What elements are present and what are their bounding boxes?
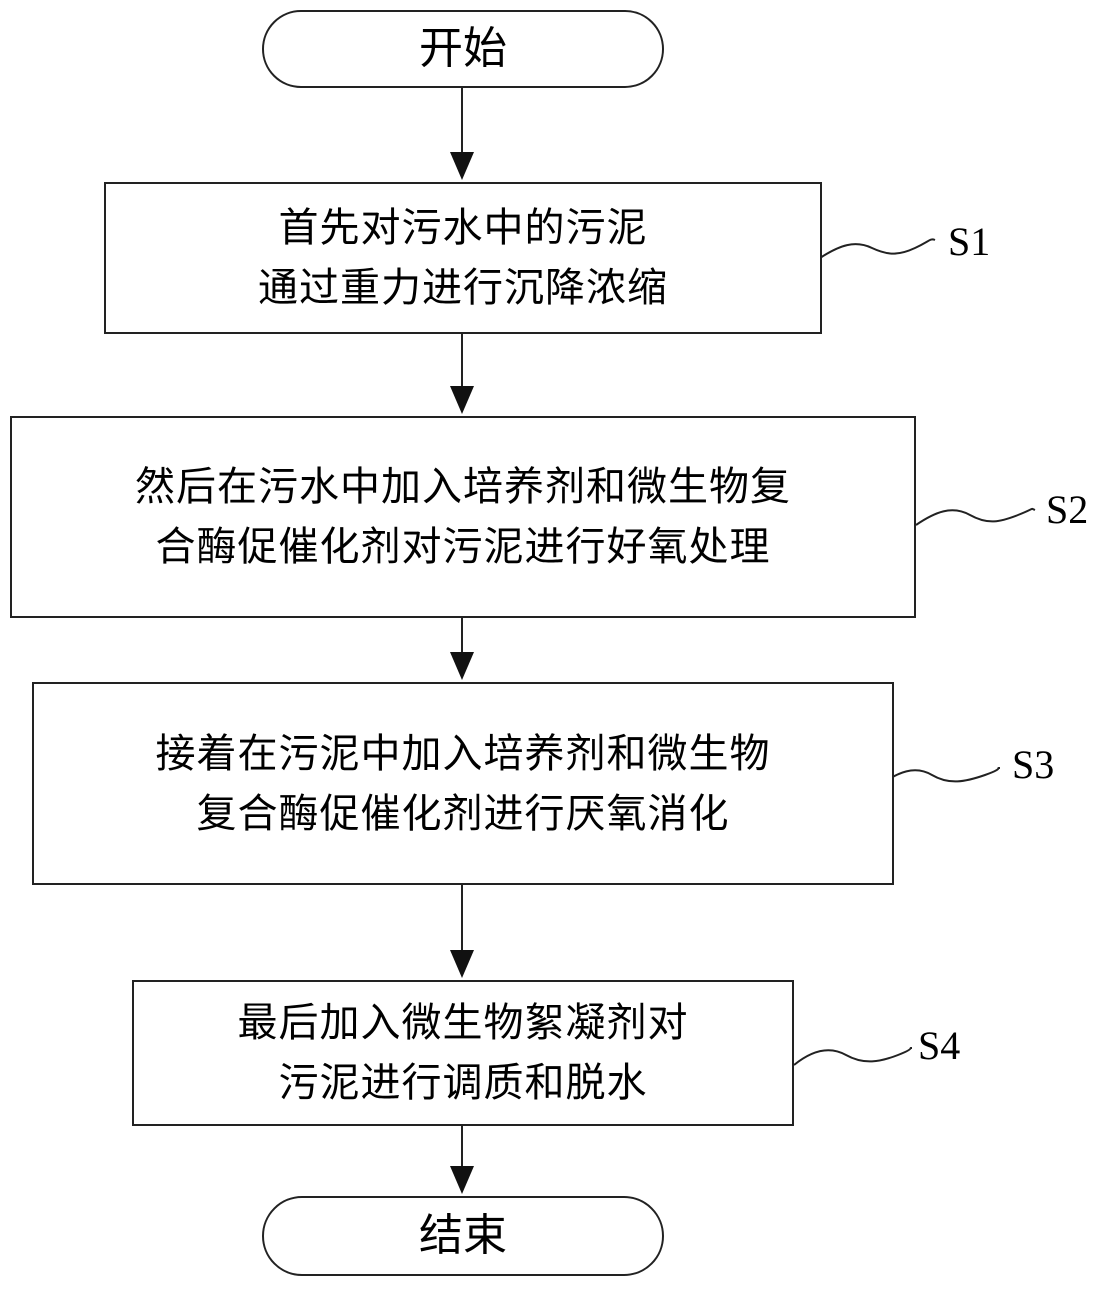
callout-leader-s2 [915,507,1036,526]
step-s1-line-2: 通过重力进行沉降浓缩 [258,265,668,311]
step-s3-line-2: 复合酶促催化剂进行厌氧消化 [196,790,730,837]
step-label-s2: S2 [1046,487,1089,532]
arrowhead [450,652,474,680]
step-box-s4: 最后加入微生物絮凝剂对 污泥进行调质和脱水 [132,980,794,1126]
step-box-s3: 接着在污泥中加入培养剂和微生物 复合酶促催化剂进行厌氧消化 [32,682,894,885]
callout-leader-s1 [819,238,936,259]
step-s3-line-1: 接着在污泥中加入培养剂和微生物 [155,730,771,777]
step-s4-line-2: 污泥进行调质和脱水 [278,1060,648,1106]
end-terminal: 结束 [262,1196,664,1276]
callout-leader-s3 [879,767,1001,786]
arrowhead [450,386,474,414]
start-label: 开始 [419,23,507,74]
step-s2-line-2: 合酶促催化剂对污泥进行好氧处理 [155,524,771,570]
arrowhead [450,152,474,180]
end-label: 结束 [419,1210,507,1261]
start-terminal: 开始 [262,10,664,88]
step-label-s3: S3 [1012,742,1055,787]
step-label-s4: S4 [918,1023,961,1068]
step-s4-line-1: 最后加入微生物絮凝剂对 [237,1000,689,1046]
step-s1-line-1: 首先对污水中的污泥 [278,205,648,251]
callout-leader-s4 [793,1047,913,1066]
arrowhead [450,950,474,978]
step-box-s1: 首先对污水中的污泥 通过重力进行沉降浓缩 [104,182,822,334]
step-box-s2: 然后在污水中加入培养剂和微生物复 合酶促催化剂对污泥进行好氧处理 [10,416,916,618]
arrowhead [450,1166,474,1194]
step-s2-line-1: 然后在污水中加入培养剂和微生物复 [135,464,791,510]
step-label-s1: S1 [948,219,991,264]
